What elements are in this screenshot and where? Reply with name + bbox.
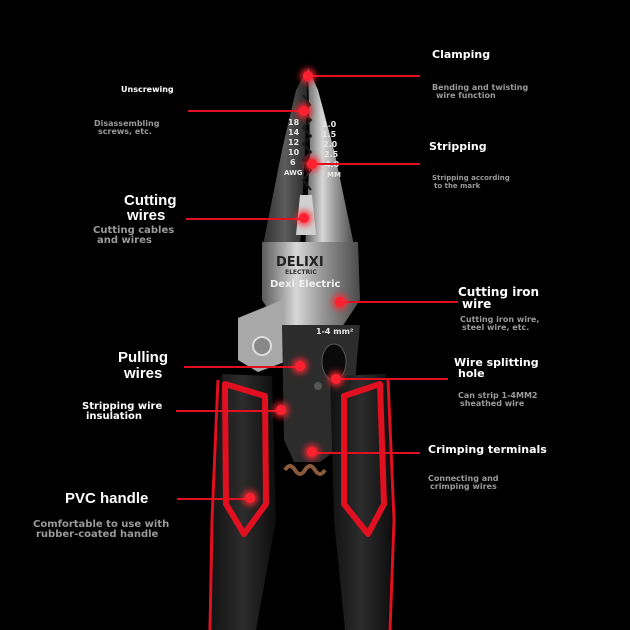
pulling-title-line1: Pulling <box>118 349 168 366</box>
handle-left-trim <box>222 381 269 537</box>
crimping-desc-line2: crimping wires <box>430 482 497 491</box>
callout-line-cutting-wires <box>186 218 308 220</box>
body-rivet <box>314 382 322 390</box>
unscrewing-desc-line1: Disassembling <box>94 119 160 128</box>
awg-label: AWG <box>284 169 303 177</box>
handle-right-trim <box>341 381 387 537</box>
callout-dot-cutting-wires <box>299 213 309 223</box>
callout-dot-splitting <box>331 374 341 384</box>
callout-dot-crimping <box>307 447 317 457</box>
splitting-desc-line1: Can strip 1-4MM2 <box>458 391 538 400</box>
spring <box>283 464 327 476</box>
clamping-title: Clamping <box>432 48 491 61</box>
callout-dot-stripping <box>307 159 317 169</box>
callout-line-insulation <box>176 410 284 412</box>
cutting-iron-desc-line2: steel wire, etc. <box>462 323 530 332</box>
unscrewing-desc-line2: screws, etc. <box>98 127 152 136</box>
awg-value: 6 <box>290 158 296 167</box>
callout-line-clamping <box>308 75 420 77</box>
mm-value: 2.0 <box>323 140 338 149</box>
cutting-wires-desc-line2: and wires <box>97 235 152 246</box>
callout-line-unscrewing <box>188 110 308 112</box>
handle-left-edge <box>208 379 220 630</box>
crimping-desc-line1: Connecting and <box>428 474 499 483</box>
callout-line-pvc <box>177 498 249 500</box>
cutting-wires-title-line1: Cutting <box>124 192 177 209</box>
mm-value: 1.5 <box>322 130 337 139</box>
callout-dot-pulling <box>295 361 305 371</box>
callout-dot-insulation <box>276 405 286 415</box>
crimping-title: Crimping terminals <box>428 443 547 456</box>
callout-dot-pvc <box>245 493 255 503</box>
callout-dot-clamping <box>303 71 313 81</box>
awg-value: 12 <box>288 138 300 147</box>
jaw-right <box>305 68 355 250</box>
callout-line-splitting <box>336 378 448 380</box>
logo-text: DELIXI <box>276 255 324 270</box>
mm-value: 2.5 <box>324 150 339 159</box>
jaw-left <box>262 68 308 250</box>
insulation-title-line1: Stripping wire <box>82 401 163 412</box>
pulling-title-line2: wires <box>124 365 163 382</box>
pvc-desc-line2: rubber-coated handle <box>36 529 159 540</box>
clamping-desc-line2: wire function <box>436 91 496 100</box>
awg-value: 14 <box>288 128 300 137</box>
stripping-title: Stripping <box>429 140 487 153</box>
range-label: 1-4 mm² <box>316 327 354 336</box>
stripping-desc-line2: to the mark <box>434 182 481 190</box>
awg-value: 18 <box>288 118 300 127</box>
callout-line-crimping <box>312 452 420 454</box>
callout-line-pulling <box>184 366 300 368</box>
splitting-desc-line2: sheathed wire <box>460 399 525 408</box>
stripping-desc-line1: Stripping according <box>432 174 510 182</box>
logo-sub: ELECTRIC <box>285 269 317 276</box>
cutting-iron-title-line2: wire <box>462 297 492 311</box>
callout-dot-unscrewing <box>299 106 309 116</box>
mm-label: MM <box>327 171 341 179</box>
pvc-desc-line1: Comfortable to use with <box>33 519 170 530</box>
splitting-title-line2: hole <box>458 367 485 380</box>
head-plate <box>262 242 360 330</box>
callout-dot-cutting-iron <box>335 297 345 307</box>
handle-right-edge <box>386 379 396 630</box>
cutting-iron-desc-line1: Cutting iron wire, <box>460 315 540 324</box>
side-plate <box>238 300 290 372</box>
cutting-wires-desc-line1: Cutting cables <box>93 225 175 236</box>
mm-value: 1.0 <box>322 120 337 129</box>
side-pivot <box>252 336 272 356</box>
insulation-title-line2: insulation <box>86 411 142 422</box>
unscrewing-title: Unscrewing <box>121 85 174 94</box>
cutting-iron-title-line1: Cutting iron <box>458 285 540 299</box>
brand-subtitle: Dexi Electric <box>270 279 341 290</box>
cutting-wires-title-line2: wires <box>127 207 166 224</box>
callout-line-cutting-iron <box>340 301 458 303</box>
splitting-title-line1: Wire splitting <box>454 356 539 369</box>
clamping-desc-line1: Bending and twisting <box>432 83 529 92</box>
awg-value: 10 <box>288 148 300 157</box>
pvc-title: PVC handle <box>65 490 149 507</box>
callout-line-stripping <box>312 163 420 165</box>
